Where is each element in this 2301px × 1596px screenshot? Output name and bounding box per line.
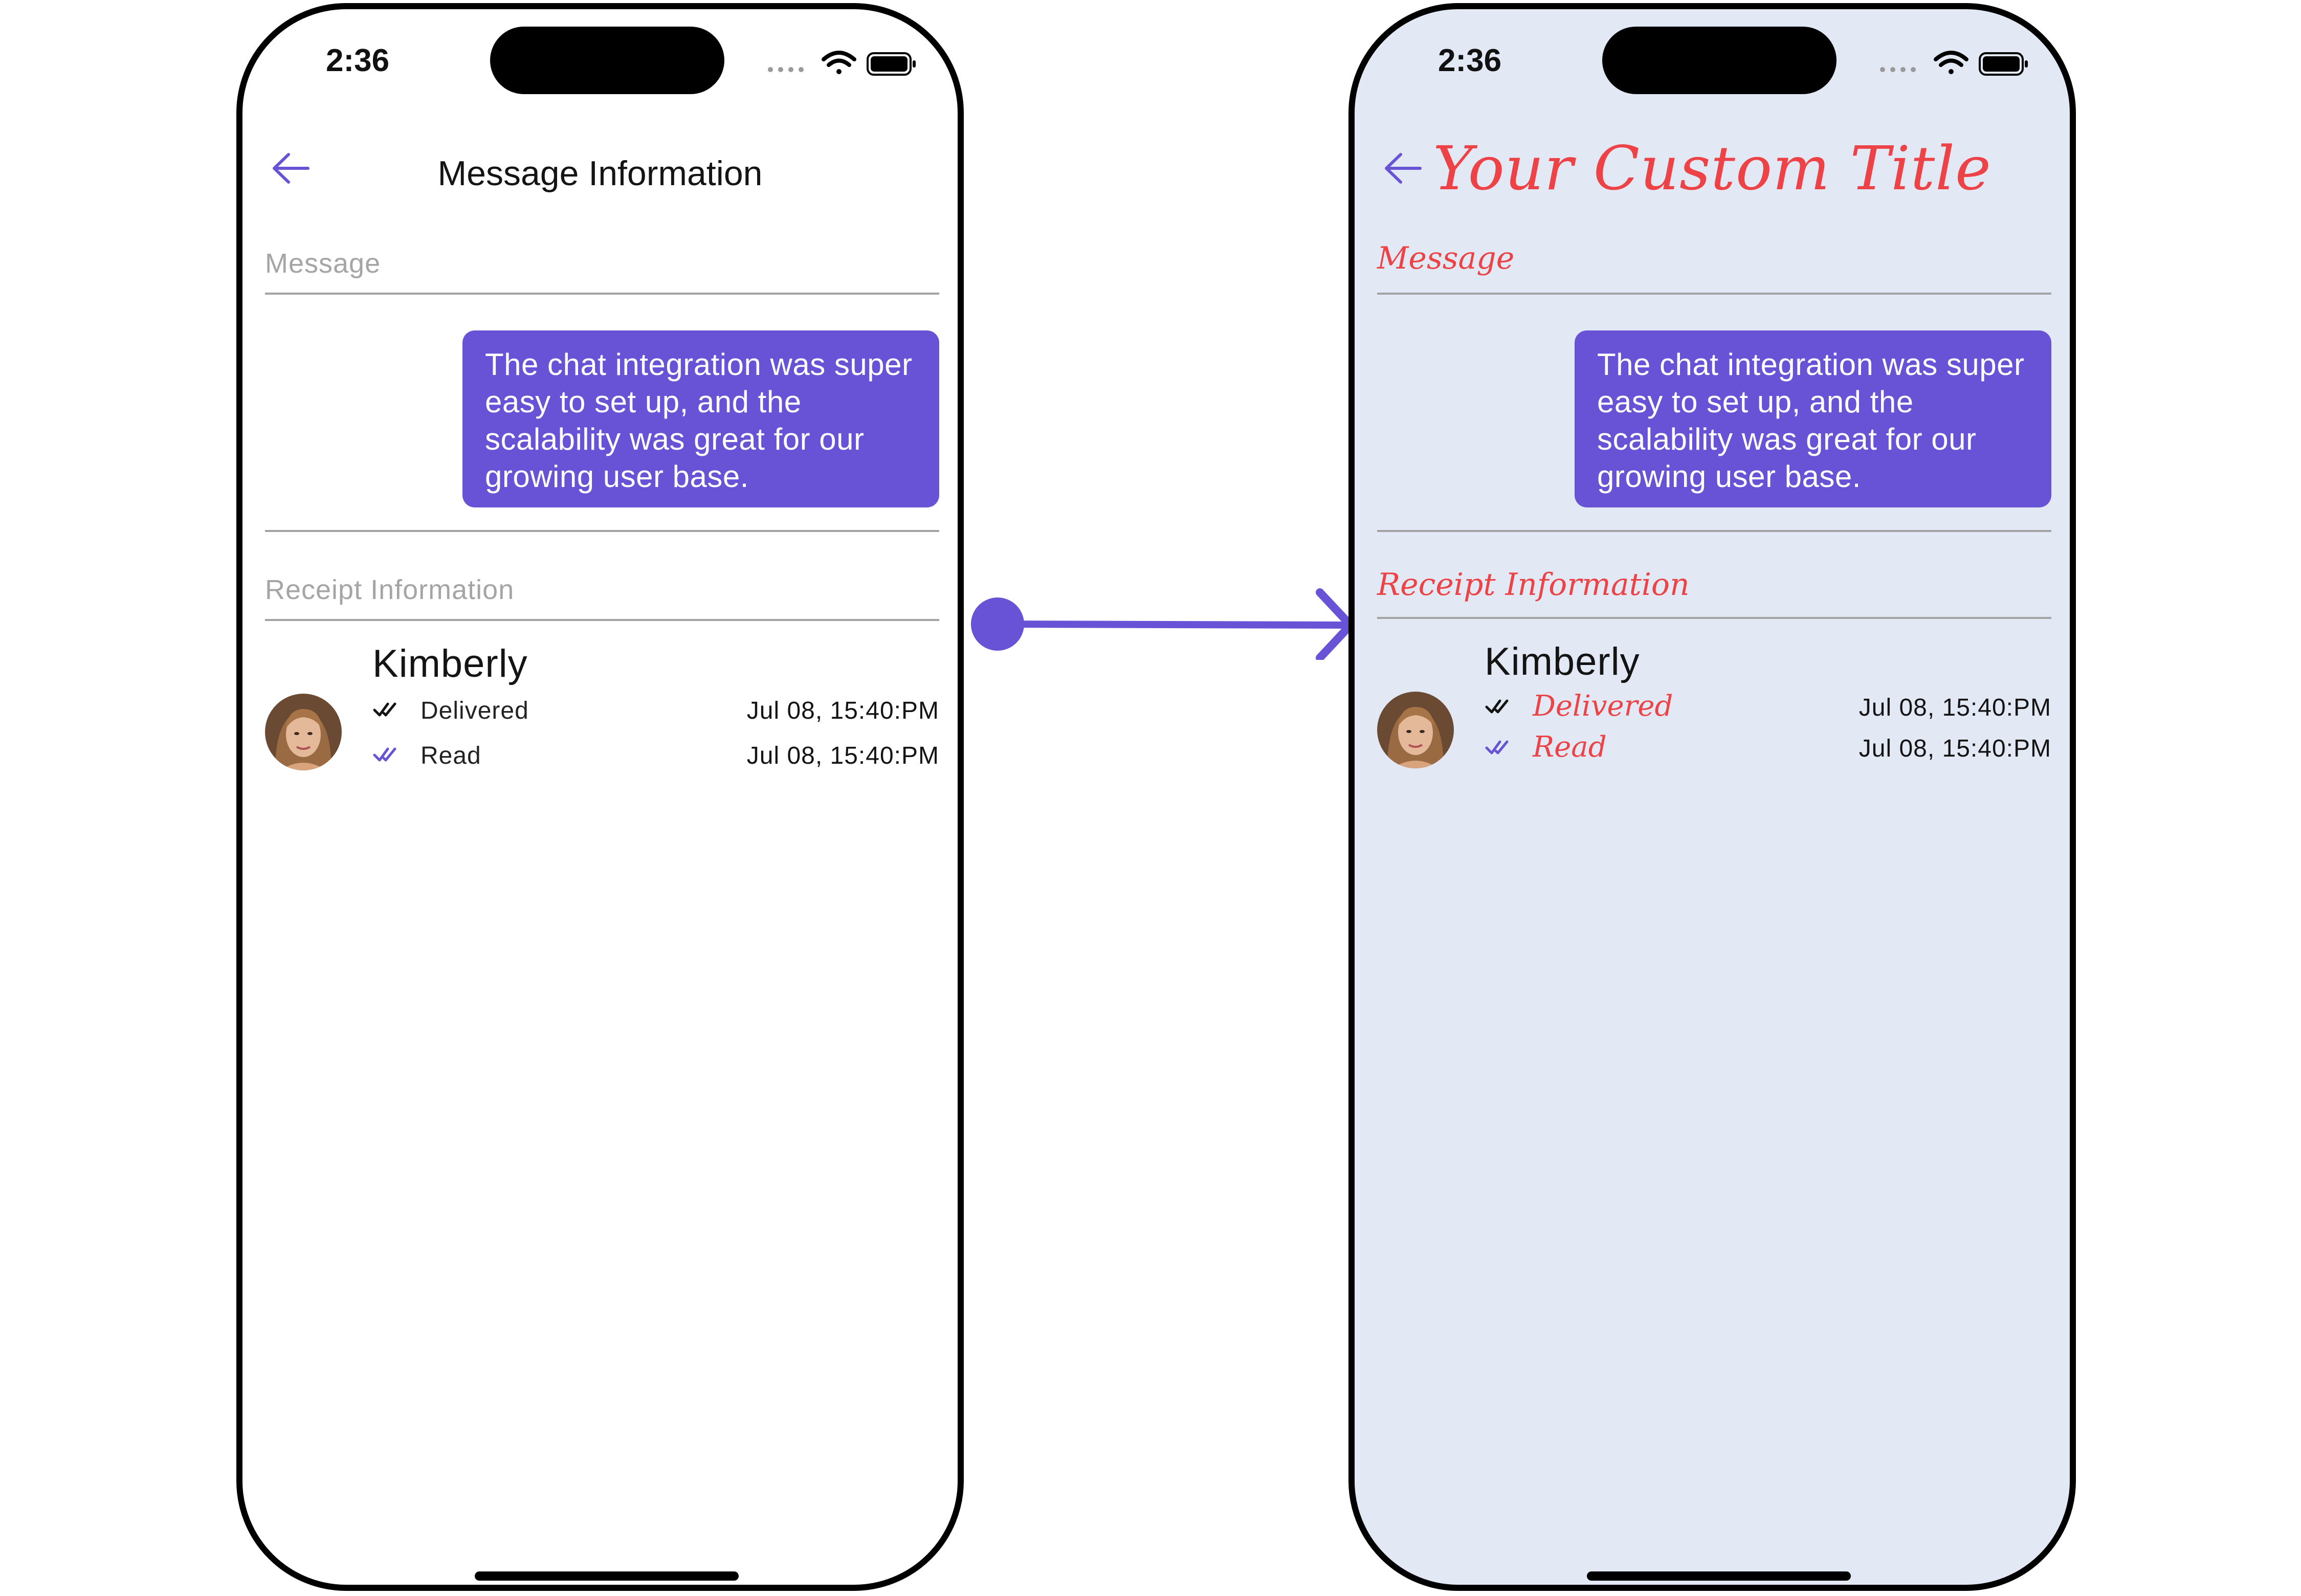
receipt-user-name: Kimberly (372, 642, 528, 685)
message-text: The chat integration was super easy to s… (485, 347, 913, 494)
double-check-icon (1485, 740, 1509, 755)
message-text: The chat integration was super easy to s… (1597, 347, 2025, 494)
read-time: Jul 08, 15:40:PM (746, 742, 939, 769)
section-message-label: Message (265, 248, 381, 279)
avatar (1377, 692, 1454, 768)
divider (265, 619, 939, 621)
battery-icon (867, 52, 916, 76)
section-receipt-label: Receipt Information (265, 574, 515, 605)
divider (265, 530, 939, 532)
divider (265, 293, 939, 295)
phone-customized: 2:36 Your Custom Title Message The chat … (1348, 3, 2076, 1591)
delivered-time: Jul 08, 15:40:PM (1858, 694, 2051, 721)
status-time: 2:36 (326, 43, 390, 78)
transition-arrow (971, 588, 1355, 660)
double-check-icon (373, 747, 396, 762)
home-indicator[interactable] (1587, 1571, 1851, 1581)
home-indicator[interactable] (475, 1571, 739, 1581)
signal-dots-icon (1880, 67, 1916, 72)
wifi-icon (1934, 51, 1968, 74)
status-icons (768, 51, 916, 76)
battery-icon (1979, 52, 2028, 76)
status-time: 2:36 (1438, 43, 1502, 78)
section-receipt-label: Receipt Information (1377, 567, 1690, 603)
message-bubble[interactable]: The chat integration was super easy to s… (462, 330, 939, 507)
divider (1377, 293, 2051, 295)
read-label: Read (421, 742, 481, 769)
avatar (265, 694, 342, 770)
phone-default: 2:36 Message Information Message The cha… (236, 3, 964, 1591)
receipt-user-name: Kimberly (1485, 640, 1640, 683)
message-bubble[interactable]: The chat integration was super easy to s… (1575, 330, 2051, 507)
back-arrow-icon[interactable] (268, 145, 314, 191)
dynamic-island (1602, 27, 1837, 94)
signal-dots-icon (768, 67, 804, 72)
wifi-icon (822, 51, 856, 74)
section-message-label: Message (1377, 240, 1515, 276)
divider (1377, 617, 2051, 619)
delivered-label: Delivered (1533, 690, 1673, 723)
dynamic-island (490, 27, 724, 94)
delivered-time: Jul 08, 15:40:PM (746, 697, 939, 724)
back-arrow-icon[interactable] (1380, 145, 1426, 191)
page-title: Message Information (437, 154, 763, 193)
read-time: Jul 08, 15:40:PM (1858, 735, 2051, 762)
arrow-line (994, 620, 1352, 629)
double-check-icon (1485, 699, 1509, 714)
delivered-label: Delivered (421, 697, 529, 724)
status-icons (1880, 51, 2028, 76)
divider (1377, 530, 2051, 532)
page-title: Your Custom Title (1433, 133, 1992, 204)
double-check-icon (373, 702, 396, 717)
read-label: Read (1533, 730, 1607, 764)
